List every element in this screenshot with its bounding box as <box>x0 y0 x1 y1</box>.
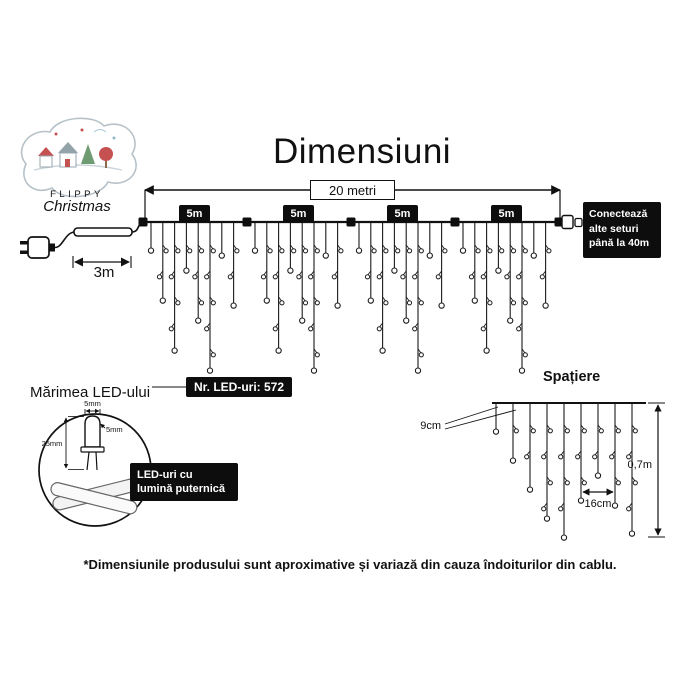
section-length-label-1: 5m <box>179 205 210 222</box>
led-dome-label: 5mm <box>106 425 123 434</box>
led-height-label: 25mm <box>42 439 63 448</box>
spacing-icicle-drops <box>492 403 638 541</box>
spacing-title: Spațiere <box>543 369 601 385</box>
page-title: Dimensiuni <box>272 132 452 171</box>
logo-snow-ground <box>33 164 123 171</box>
drop-height-dimension <box>648 402 665 538</box>
total-length-label: 20 metri <box>310 180 395 200</box>
logo-sparkle <box>112 136 116 140</box>
led-size-diagram: 5mm 5mm 25mm <box>38 400 152 527</box>
led-width-dimension <box>84 408 101 414</box>
led-width-label: 5mm <box>84 400 101 408</box>
crossed-cables <box>50 478 138 515</box>
section-length-label-3: 5m <box>387 205 418 222</box>
icicle-drops <box>147 223 552 374</box>
logo-house-roof <box>38 147 54 156</box>
lead-cable <box>73 227 133 237</box>
logo-tree-icon <box>81 144 95 164</box>
led-gap-leaders <box>444 406 517 430</box>
lead-length-dimension <box>72 256 132 268</box>
brand-subname: Christmas <box>43 198 111 215</box>
logo-red-tree-icon <box>99 147 113 161</box>
footnote: *Dimensiunile produsului sunt aproximati… <box>83 557 617 572</box>
led-brightness-note: LED-uri cu lumină puternică <box>130 463 238 501</box>
led-height-dimension <box>63 416 84 470</box>
logo-sparkle <box>54 132 58 136</box>
led-bulb <box>80 415 105 471</box>
section-length-label-2: 5m <box>283 205 314 222</box>
brand-logo: FLIPPY Christmas <box>20 117 137 215</box>
logo-scribble <box>93 129 107 133</box>
drop-height-label: 0,7m <box>628 459 652 471</box>
logo-house2-roof <box>58 142 78 153</box>
logo-door <box>65 159 70 167</box>
logo-cloud-shape <box>20 117 137 198</box>
led-gap-label: 9cm <box>420 420 441 432</box>
lead-length-label: 3m <box>93 264 115 281</box>
led-count-label: Nr. LED-uri: 572 <box>186 377 292 397</box>
section-length-label-4: 5m <box>491 205 522 222</box>
main-diagram <box>20 185 583 388</box>
spacing-diagram: 9cm 16cm 0,7m <box>420 402 665 541</box>
led-size-title: Mărimea LED-ului <box>30 384 151 401</box>
logo-sparkle <box>80 128 84 132</box>
led-dome-leader <box>100 423 106 429</box>
end-connector <box>561 214 583 230</box>
lead-cable-joint <box>131 221 145 233</box>
brand-name: FLIPPY <box>50 189 104 200</box>
logo-house <box>39 155 53 168</box>
drop-gap-label: 16cm <box>585 498 612 510</box>
connect-sets-note: Conectează alte seturi până la 40m <box>583 202 661 258</box>
power-plug <box>20 231 76 259</box>
